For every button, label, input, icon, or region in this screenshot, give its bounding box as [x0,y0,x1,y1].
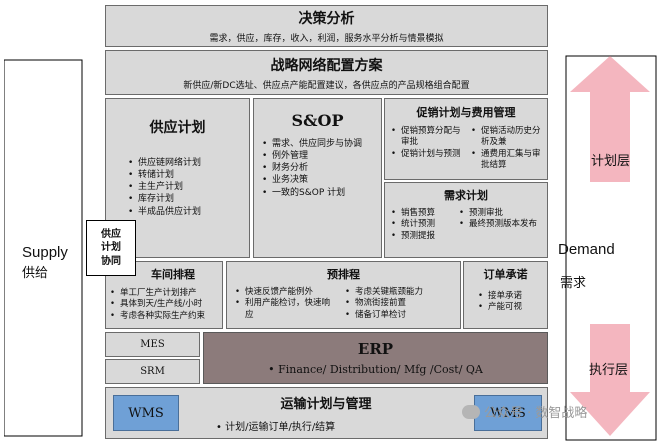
wms-right-box: WMS [474,395,542,431]
srm-box: SRM [105,359,200,384]
mes-box: MES [105,332,200,357]
collab-line: 供应 [101,228,121,240]
decision-analysis-subtitle: 需求，供应，库存，收入，利润，服务水平分析与情景模拟 [209,34,444,44]
supply-plan-panel: 供应计划 供应链网络计划 转储计划 主生产计划 库存计划 半成品供应计划 [105,98,250,258]
network-config-subtitle: 新供应/新DC选址、供应点产能配置建议，各供应点的产品规格组合配置 [183,80,470,91]
list-item: 利用产能检讨，快速响应 [235,298,337,321]
supply-plan-list: 供应链网络计划 转储计划 主生产计划 库存计划 半成品供应计划 [128,157,249,218]
srm-label: SRM [140,366,165,377]
list-item: 例外管理 [262,150,375,162]
list-item: 统计预测 [391,219,457,231]
demand-label: Demand [558,241,615,258]
prescheduling-title: 预排程 [327,268,360,281]
list-item: 转储计划 [128,169,249,181]
demand-plan-title: 需求计划 [444,189,488,202]
decision-analysis-title: 决策分析 [298,11,355,27]
list-item: 预测审批 [459,208,545,220]
list-item: 需求、供应同步与协调 [262,138,375,150]
order-commit-title: 订单承诺 [483,268,528,281]
list-item: 业务决策 [262,174,375,186]
promo-title: 促销计划与费用管理 [416,106,516,119]
plan-arrow [570,56,650,182]
demand-left-list: 销售预算 统计预测 预测提报 [391,208,457,243]
list-item: 供应链网络计划 [128,157,249,169]
list-item: 促销预算分配与审批 [391,126,467,149]
wms-right-label: WMS [490,405,526,421]
sop-list: 需求、供应同步与协调 例外管理 财务分析 业务决策 一致的S&OP 计划 [262,138,375,199]
supply-plan-title: 供应计划 [149,120,206,136]
list-item: 主生产计划 [128,181,249,193]
erp-panel: ERP • Finance/ Distribution/ Mfg /Cost/ … [203,332,548,384]
wechat-icon [462,404,480,419]
wms-left-box: WMS [113,395,179,431]
list-item: 单工厂生产计划排产 [110,288,222,300]
promo-right-list: 促销活动历史分析及兼 通费用汇集与审批结算 [471,126,545,172]
list-item: 最终预测版本发布 [459,219,545,231]
exec-layer-label: 执行层 [589,363,629,378]
list-item: 快速反馈产能例外 [235,287,337,299]
list-item: 通费用汇集与审批结算 [471,149,545,172]
network-config-title: 战略网络配置方案 [270,57,383,74]
collab-line: 计划 [101,242,121,254]
supply-label: Supply [22,244,68,261]
list-item: 促销活动历史分析及兼 [471,126,545,149]
list-item: 促销计划与预测 [391,149,467,161]
collab-line: 协同 [101,255,121,267]
list-item: 考虑关键瓶颈能力 [345,287,455,299]
plan-layer-label: 计划层 [591,154,631,169]
transport-panel: WMS 运输计划与管理 • 计划/运输订单/执行/结算 WMS [105,387,548,439]
transport-subtitle: • 计划/运输订单/执行/结算 [216,422,336,433]
demand-banner [565,55,657,441]
erp-subtitle: • Finance/ Distribution/ Mfg /Cost/ QA [268,363,483,376]
list-item: 一致的S&OP 计划 [262,187,375,199]
wms-left-label: WMS [128,405,164,421]
supply-banner [4,59,83,437]
list-item: 产能可视 [478,302,547,314]
prescheduling-panel: 预排程 快速反馈产能例外 利用产能检讨，快速响应 考虑关键瓶颈能力 物流街接前置… [226,261,461,329]
prescheduling-right-list: 考虑关键瓶颈能力 物流街接前置 储备订单检讨 [345,287,455,322]
exec-arrow [570,324,650,436]
list-item: 财务分析 [262,162,375,174]
demand-label-cn: 需求 [560,276,587,291]
list-item: 库存计划 [128,193,249,205]
watermark-text: 公众号 · 数智战略 [484,406,588,421]
order-commit-list: 接单承诺 产能可视 [478,291,547,314]
demand-right-list: 预测审批 最终预测版本发布 [459,208,545,242]
mes-label: MES [140,339,165,350]
list-item: 具体到天/生产线/小时 [110,299,222,311]
workshop-scheduling-title: 车间排程 [151,268,195,281]
prescheduling-left-list: 快速反馈产能例外 利用产能检讨，快速响应 [235,287,337,321]
supply-collab-box: 供应 计划 协同 [86,220,136,276]
order-commit-panel: 订单承诺 接单承诺 产能可视 [463,261,548,329]
list-item: 半成品供应计划 [128,206,249,218]
network-config-panel: 战略网络配置方案 新供应/新DC选址、供应点产能配置建议，各供应点的产品规格组合… [105,50,548,95]
erp-title: ERP [357,340,394,358]
transport-title: 运输计划与管理 [280,397,372,412]
list-item: 接单承诺 [478,291,547,303]
sop-title: S&OP [291,111,344,130]
list-item: 销售预算 [391,208,457,220]
list-item: 预测提报 [391,231,457,243]
list-item: 物流街接前置 [345,298,455,310]
list-item: 储备订单检讨 [345,310,455,322]
supply-label-cn: 供给 [22,266,49,281]
watermark: 公众号 · 数智战略 [462,402,587,421]
promo-left-list: 促销预算分配与审批 促销计划与预测 [391,126,467,172]
promo-panel: 促销计划与费用管理 促销预算分配与审批 促销计划与预测 促销活动历史分析及兼 通… [384,98,548,180]
workshop-scheduling-panel: 车间排程 单工厂生产计划排产 具体到天/生产线/小时 考虑各种实际生产约束 [105,261,223,329]
demand-plan-panel: 需求计划 销售预算 统计预测 预测提报 预测审批 最终预测版本发布 [384,182,548,258]
decision-analysis-panel: 决策分析 需求，供应，库存，收入，利润，服务水平分析与情景模拟 [105,5,548,47]
sop-panel: S&OP 需求、供应同步与协调 例外管理 财务分析 业务决策 一致的S&OP 计… [253,98,382,258]
list-item: 考虑各种实际生产约束 [110,311,222,323]
workshop-list: 单工厂生产计划排产 具体到天/生产线/小时 考虑各种实际生产约束 [110,288,222,323]
